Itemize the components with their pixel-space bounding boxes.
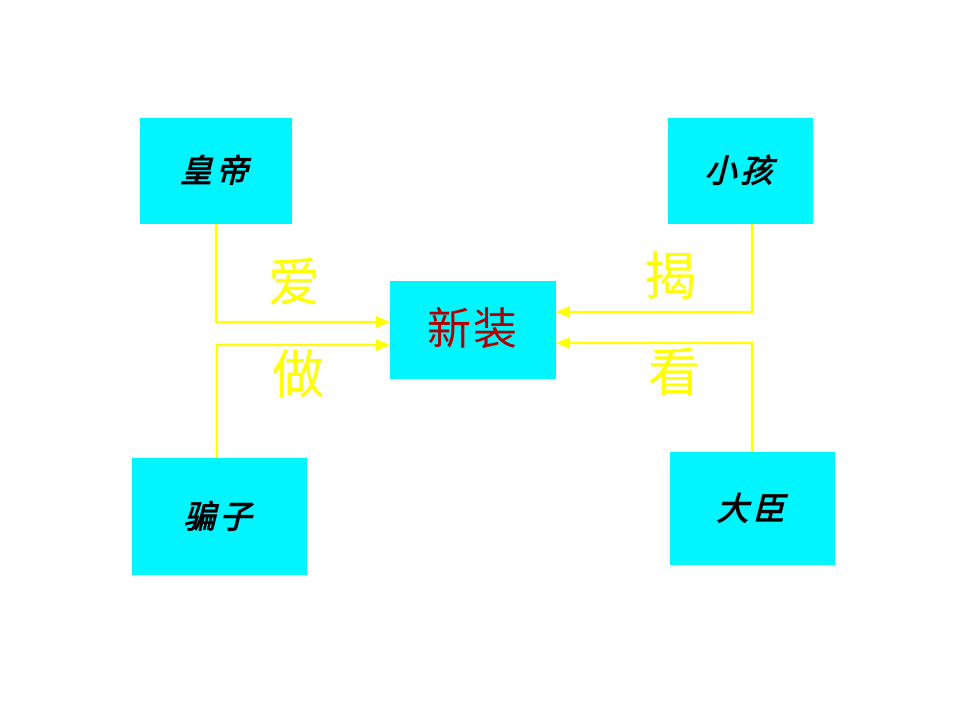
node-emperor-label: 皇帝: [179, 152, 252, 190]
edge-arrow-love: [376, 316, 390, 328]
node-emperor[interactable]: 皇帝: [140, 118, 292, 224]
edge-arrow-watch: [556, 337, 570, 349]
edge-arrow-make: [376, 339, 390, 351]
node-swindler-label: 骗子: [183, 497, 256, 536]
edge-label-watch: 看: [648, 344, 701, 404]
edge-label-reveal: 揭: [644, 248, 697, 308]
node-new-clothes-label: 新装: [427, 304, 519, 355]
edge-label-love: 爱: [268, 254, 321, 314]
node-child[interactable]: 小孩: [668, 118, 813, 224]
node-new-clothes[interactable]: 新装: [390, 281, 556, 379]
node-minister-label: 大臣: [716, 489, 789, 528]
node-child-label: 小孩: [704, 152, 777, 190]
node-minister[interactable]: 大臣: [670, 452, 835, 565]
edge-label-make: 做: [272, 346, 325, 406]
node-swindler[interactable]: 骗子: [132, 458, 307, 575]
edge-arrow-reveal: [556, 306, 570, 318]
